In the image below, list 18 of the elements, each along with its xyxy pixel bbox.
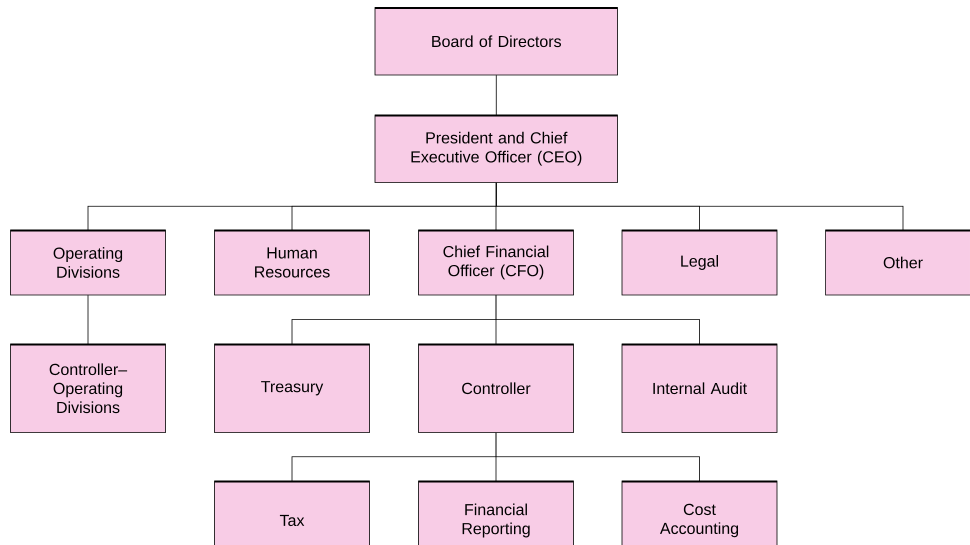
org-box: President and Chief Executive Officer (CEO)	[374, 114, 618, 183]
org-box: Operating Divisions	[10, 230, 166, 296]
org-box: Board of Directors	[374, 7, 618, 76]
org-box: Chief Financial Officer (CFO)	[418, 230, 574, 296]
connector-line	[496, 182, 904, 230]
connector-line	[496, 432, 700, 481]
org-box: Cost Accounting	[622, 480, 778, 545]
org-box: Treasury	[214, 343, 370, 433]
connector-line	[496, 75, 497, 115]
org-box: Controller	[418, 343, 574, 433]
connector-line	[496, 294, 700, 344]
org-box: Controller– Operating Divisions	[10, 343, 166, 433]
org-box: Financial Reporting	[418, 480, 574, 545]
org-box: Legal	[622, 230, 778, 296]
org-box: Internal Audit	[622, 343, 778, 433]
org-box: Human Resources	[214, 230, 370, 296]
org-box: Other	[825, 230, 970, 296]
org-box: Tax	[214, 480, 370, 545]
